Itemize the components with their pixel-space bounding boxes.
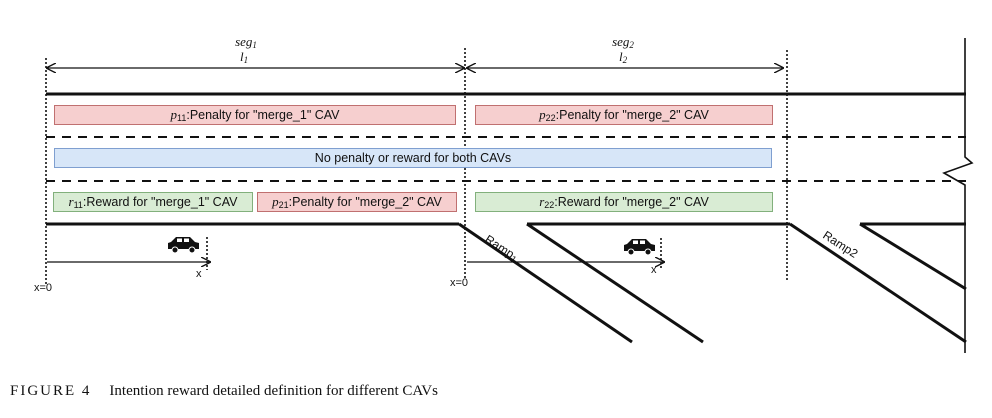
seg2-length-sub: 2 xyxy=(622,55,628,65)
penalty-box-p11: p11:Penalty for "merge_1" CAV xyxy=(54,105,456,125)
x-label-seg2: x xyxy=(651,264,657,276)
seg2-length: l xyxy=(618,49,623,64)
seg1-sub: 1 xyxy=(252,40,257,50)
seg1-length-label: l1 xyxy=(232,49,256,65)
ramp1-edge-b xyxy=(526,222,704,344)
p21-sub: 21 xyxy=(278,200,289,210)
p21-text: :Penalty for "merge_2" CAV xyxy=(288,195,442,209)
p11-sub: 11 xyxy=(177,113,187,123)
ramp2-edge-a xyxy=(789,222,967,344)
figure-caption: FIGURE 4 Intention reward detailed defini… xyxy=(10,383,438,400)
seg1-length-sub: 1 xyxy=(243,55,249,65)
seg2-sub: 2 xyxy=(629,40,634,50)
r22-text: :Reward for "merge_2" CAV xyxy=(554,195,709,209)
p22-text: :Penalty for "merge_2" CAV xyxy=(555,108,709,122)
p11-text: :Penalty for "merge_1" CAV xyxy=(186,108,340,122)
car-icon xyxy=(624,239,655,256)
car-icon xyxy=(168,237,199,254)
r11-sub: 11 xyxy=(73,200,83,210)
road-end-break xyxy=(942,38,974,353)
neutral-box: No penalty or reward for both CAVs xyxy=(54,148,772,168)
r11-symbol: r xyxy=(68,194,74,209)
seg2-label: seg2 xyxy=(603,34,643,50)
r22-symbol: r xyxy=(539,194,545,209)
figure-number: FIGURE 4 xyxy=(10,383,92,399)
seg2-length-label: l2 xyxy=(611,49,635,65)
seg1-length: l xyxy=(239,49,244,64)
x-label-seg1: x xyxy=(196,268,202,280)
p21-symbol: p xyxy=(272,194,279,209)
seg1-label: seg1 xyxy=(226,34,266,50)
reward-box-r11: r11:Reward for "merge_1" CAV xyxy=(53,192,253,212)
ramp1-edge-a xyxy=(458,222,633,344)
origin-label-seg1: x=0 xyxy=(34,282,53,294)
penalty-box-p21: p21:Penalty for "merge_2" CAV xyxy=(257,192,457,212)
figure-caption-text: Intention reward detailed definition for… xyxy=(109,383,438,399)
reward-box-r22: r22:Reward for "merge_2" CAV xyxy=(475,192,773,212)
origin-label-seg2: x=0 xyxy=(450,277,469,289)
p22-sub: 22 xyxy=(545,113,556,123)
seg2-name: seg xyxy=(612,34,630,49)
r22-sub: 22 xyxy=(544,200,555,210)
r11-text: :Reward for "merge_1" CAV xyxy=(82,195,238,209)
p22-symbol: p xyxy=(539,107,546,122)
seg1-name: seg xyxy=(235,34,253,49)
p11-symbol: p xyxy=(170,107,178,122)
ramp2-edge-b xyxy=(859,222,967,291)
penalty-box-p22: p22:Penalty for "merge_2" CAV xyxy=(475,105,773,125)
neutral-text: No penalty or reward for both CAVs xyxy=(314,151,512,165)
